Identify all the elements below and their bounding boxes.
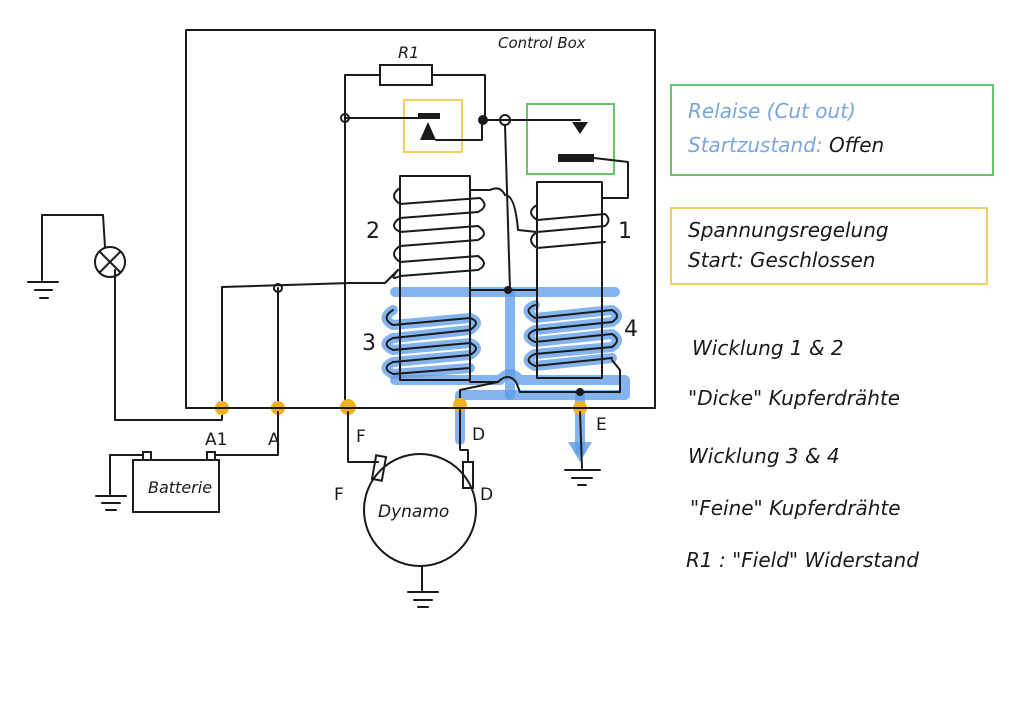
relay-state-label: Startzustand: bbox=[688, 133, 823, 157]
regulator-state: Start: Geschlossen bbox=[672, 245, 986, 275]
coil-core-right bbox=[536, 181, 603, 379]
resistor-r1-icon bbox=[379, 64, 433, 86]
terminal-label-e: E bbox=[596, 415, 607, 435]
ground-icon bbox=[95, 495, 127, 511]
lamp-icon bbox=[94, 246, 126, 278]
terminal-label-d: D bbox=[472, 425, 485, 445]
note-winding-1-2-desc: "Dicke" Kupferdrähte bbox=[688, 386, 901, 410]
contact-plate-icon bbox=[418, 113, 440, 119]
regulator-state-value: Geschlossen bbox=[749, 248, 876, 272]
coil-label-4: 4 bbox=[624, 317, 638, 342]
battery-icon bbox=[132, 459, 220, 513]
coil-2 bbox=[392, 187, 486, 279]
note-winding-3-4: Wicklung 3 & 4 bbox=[688, 444, 840, 468]
regulator-state-label: Start: bbox=[688, 248, 744, 272]
dynamo-terminal-d: D bbox=[480, 485, 493, 505]
note-winding-3-4-desc: "Feine" Kupferdrähte bbox=[690, 496, 901, 520]
relay-contact-plate-icon bbox=[558, 154, 594, 162]
contact-point-icon bbox=[420, 122, 436, 140]
dynamo-icon bbox=[363, 453, 477, 567]
junction-dot bbox=[478, 115, 488, 125]
ground-icon bbox=[407, 591, 439, 608]
regulator-legend-box: Spannungsregelung Start: Geschlossen bbox=[670, 207, 988, 285]
dynamo-terminal-f: F bbox=[334, 485, 344, 505]
coil-3 bbox=[385, 309, 477, 375]
coil-label-2: 2 bbox=[366, 219, 380, 244]
ground-icon bbox=[27, 281, 59, 299]
battery-label: Batterie bbox=[148, 478, 212, 497]
terminals bbox=[215, 398, 587, 415]
coil-core-left bbox=[399, 175, 471, 381]
coil-4 bbox=[527, 304, 618, 367]
regulator-title: Spannungsregelung bbox=[688, 218, 889, 242]
relay-contact-point-icon bbox=[572, 122, 588, 134]
relay-title: Relaise (Cut out) bbox=[688, 99, 856, 123]
note-r1: R1 : "Field" Widerstand bbox=[686, 548, 919, 572]
relay-state-value: Offen bbox=[829, 133, 885, 157]
terminal-label-f: F bbox=[356, 427, 366, 447]
relay-legend-box: Relaise (Cut out) Startzustand: Offen bbox=[670, 84, 994, 176]
ground-icon bbox=[564, 469, 601, 486]
control-box-label: Control Box bbox=[498, 34, 586, 52]
dynamo-label: Dynamo bbox=[378, 502, 449, 522]
coil-1 bbox=[530, 204, 610, 249]
relay-contact-box bbox=[526, 103, 615, 175]
ground-arrow-icon bbox=[568, 442, 592, 462]
resistor-label: R1 bbox=[398, 43, 419, 62]
relay-state: Startzustand: Offen bbox=[672, 128, 992, 162]
coil-label-1: 1 bbox=[618, 219, 632, 244]
terminal-label-a1: A1 bbox=[205, 430, 227, 450]
note-winding-1-2: Wicklung 1 & 2 bbox=[692, 336, 844, 360]
regulator-contact-box bbox=[403, 99, 463, 153]
coil-label-3: 3 bbox=[362, 331, 376, 356]
